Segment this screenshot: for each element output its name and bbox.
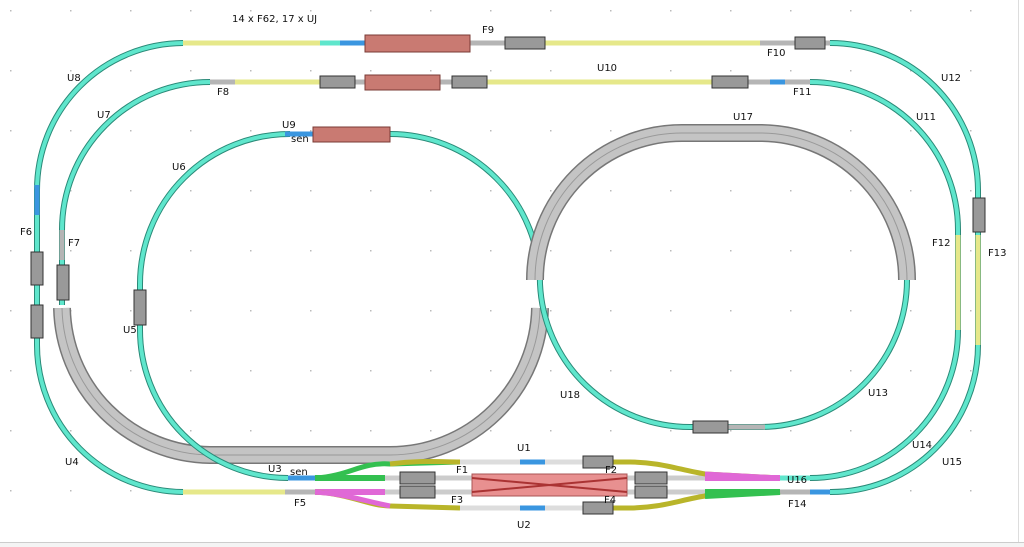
middle-loop-track[interactable] [53, 79, 961, 481]
label-U15: U15 [942, 457, 962, 468]
label-U14: U14 [912, 440, 932, 451]
label-U5: U5 [123, 325, 137, 336]
summary-text: 14 x F62, 17 x UJ [232, 14, 317, 25]
label-sen-top: sen [291, 134, 309, 145]
label-F14: F14 [788, 499, 806, 510]
label-U9: U9 [282, 120, 296, 131]
label-U1: U1 [517, 443, 531, 454]
labels: 14 x F62, 17 x UJ F9 F10 U10 F8 F11 U8 U… [20, 14, 1006, 531]
label-F4: F4 [604, 495, 616, 506]
label-F10: F10 [767, 48, 785, 59]
label-sen-bottom: sen [290, 467, 308, 478]
label-U16: U16 [787, 475, 807, 486]
label-F6: F6 [20, 227, 32, 238]
label-F8: F8 [217, 87, 229, 98]
label-F9: F9 [482, 25, 494, 36]
label-U13: U13 [868, 388, 888, 399]
inner-left-loop-track[interactable] [137, 131, 691, 481]
platform-blocks [312, 34, 471, 143]
label-U11: U11 [916, 112, 936, 123]
label-F11: F11 [793, 87, 811, 98]
label-U12: U12 [941, 73, 961, 84]
label-U18: U18 [560, 390, 580, 401]
label-U17: U17 [733, 112, 753, 123]
label-U8: U8 [67, 73, 81, 84]
label-F1: F1 [456, 465, 468, 476]
right-loop-track[interactable] [526, 124, 916, 430]
label-U4: U4 [65, 457, 79, 468]
label-F5: F5 [294, 498, 306, 509]
label-F12: F12 [932, 238, 950, 249]
horizontal-scrollbar[interactable] [0, 542, 1024, 547]
label-F13: F13 [988, 248, 1006, 259]
label-U3: U3 [268, 464, 282, 475]
label-U10: U10 [597, 63, 617, 74]
signal-blocks[interactable] [30, 36, 986, 515]
label-U6: U6 [172, 162, 186, 173]
label-U2: U2 [517, 520, 531, 531]
label-F3: F3 [451, 495, 463, 506]
label-F2: F2 [605, 465, 617, 476]
label-F7: F7 [68, 238, 80, 249]
station-tracks[interactable] [288, 459, 810, 511]
vertical-scrollbar[interactable] [1018, 0, 1019, 542]
label-U7: U7 [97, 110, 111, 121]
